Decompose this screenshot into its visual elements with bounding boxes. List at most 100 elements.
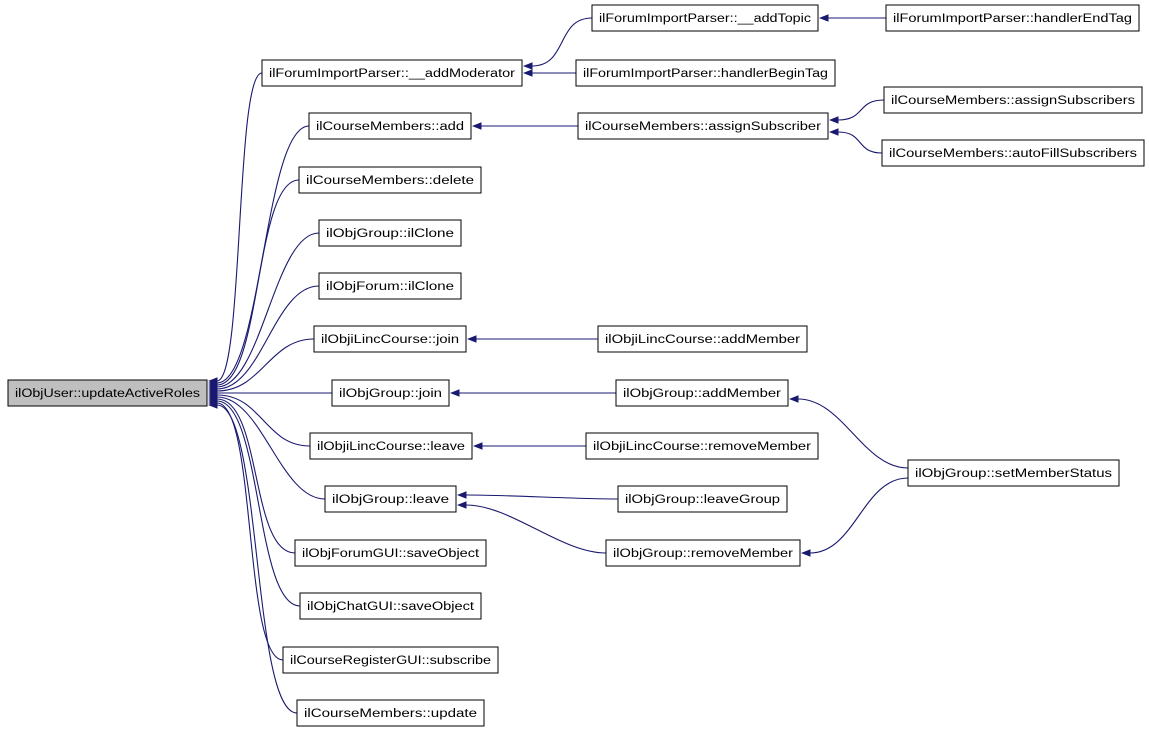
graph-node-handlerEndTag[interactable]: ilForumImportParser::handlerEndTag xyxy=(885,4,1140,32)
graph-node-updateActiveRoles[interactable]: ilObjUser::updateActiveRoles xyxy=(7,379,208,407)
graph-node-assignSubscribers[interactable]: ilCourseMembers::assignSubscribers xyxy=(883,86,1143,114)
graph-node-ilincAddMember[interactable]: ilObjiLincCourse::addMember xyxy=(597,325,808,353)
graph-node-groupJoin[interactable]: ilObjGroup::join xyxy=(331,379,450,407)
node-label: ilForumImportParser::__addTopic xyxy=(599,13,811,25)
graph-node-setMemberStatus[interactable]: ilObjGroup::setMemberStatus xyxy=(907,459,1120,487)
graph-node-chatGuiSave[interactable]: ilObjChatGUI::saveObject xyxy=(299,592,482,620)
arrowhead-icon xyxy=(472,122,482,130)
node-label: ilObjGroup::removeMember xyxy=(613,548,793,560)
node-box xyxy=(294,539,487,567)
edge-chatGuiSave-to-updateActiveRoles xyxy=(216,400,301,607)
node-label: ilObjGroup::leaveGroup xyxy=(625,494,780,506)
graph-node-groupAddMember[interactable]: ilObjGroup::addMember xyxy=(615,379,789,407)
arrowhead-icon xyxy=(801,549,811,557)
edge-cmDelete-to-updateActiveRoles xyxy=(216,179,300,386)
arrowhead-icon xyxy=(208,401,218,409)
node-box xyxy=(318,219,462,247)
node-label: ilObjGroup::ilClone xyxy=(326,228,454,240)
edge-groupIlClone-to-updateActiveRoles xyxy=(216,232,320,388)
arrowhead-icon xyxy=(473,442,483,450)
edge-assignSubscribers-to-assignSubscriber xyxy=(837,99,885,121)
node-box xyxy=(324,485,457,513)
graph-node-autoFillSubscribers[interactable]: ilCourseMembers::autoFillSubscribers xyxy=(881,139,1145,167)
graph-node-groupIlClone[interactable]: ilObjGroup::ilClone xyxy=(318,219,462,247)
edge-setMemberStatus-to-groupAddMember xyxy=(797,398,909,469)
edge-autoFillSubscribers-to-assignSubscriber xyxy=(837,131,883,154)
node-label: ilObjChatGUI::saveObject xyxy=(307,601,475,613)
node-label: ilCourseMembers::autoFillSubscribers xyxy=(889,148,1137,160)
node-label: ilForumImportParser::handlerBeginTag xyxy=(583,68,828,80)
graph-node-forumIlClone[interactable]: ilObjForum::ilClone xyxy=(318,272,462,300)
node-box xyxy=(309,432,473,460)
graph-node-ilincJoin[interactable]: ilObjiLincCourse::join xyxy=(313,325,467,353)
edge-courseRegSubscribe-to-updateActiveRoles xyxy=(216,402,284,661)
node-label: ilObjGroup::addMember xyxy=(623,388,781,400)
arrowhead-icon xyxy=(450,389,460,397)
node-label: ilCourseRegisterGUI::subscribe xyxy=(290,655,491,667)
node-box xyxy=(883,86,1143,114)
arrowhead-icon xyxy=(789,395,799,403)
node-box xyxy=(298,166,482,194)
node-box xyxy=(591,4,819,32)
node-label: ilObjForum::ilClone xyxy=(326,281,454,293)
edge-ilincLeave-to-updateActiveRoles xyxy=(216,394,311,447)
node-box xyxy=(282,646,499,674)
edge-addModerator-to-updateActiveRoles xyxy=(216,72,263,382)
node-box xyxy=(261,59,523,87)
graph-node-ilincLeave[interactable]: ilObjiLincCourse::leave xyxy=(309,432,473,460)
edge-groupRemoveMember-to-groupLeave xyxy=(465,504,607,554)
node-box xyxy=(885,4,1140,32)
graph-node-assignSubscriber[interactable]: ilCourseMembers::assignSubscriber xyxy=(577,112,829,140)
edge-forumGuiSave-to-updateActiveRoles xyxy=(216,398,296,554)
node-label: ilCourseMembers::add xyxy=(316,121,464,133)
node-box xyxy=(313,325,467,353)
arrowhead-icon xyxy=(467,335,477,343)
graph-node-cmDelete[interactable]: ilCourseMembers::delete xyxy=(298,166,482,194)
node-label: ilCourseMembers::assignSubscribers xyxy=(891,95,1135,107)
edge-groupLeave-to-updateActiveRoles xyxy=(216,396,326,500)
node-box xyxy=(7,379,208,407)
graph-node-addTopic[interactable]: ilForumImportParser::__addTopic xyxy=(591,4,819,32)
edge-addTopic-to-addModerator xyxy=(531,17,593,67)
graph-node-ilincRemoveMember[interactable]: ilObjiLincCourse::removeMember xyxy=(585,432,819,460)
node-label: ilObjiLincCourse::join xyxy=(321,334,459,346)
node-box xyxy=(318,272,462,300)
graph-node-forumGuiSave[interactable]: ilObjForumGUI::saveObject xyxy=(294,539,487,567)
graph-node-cmUpdate[interactable]: ilCourseMembers::update xyxy=(296,699,485,727)
node-box xyxy=(331,379,450,407)
graph-node-addModerator[interactable]: ilForumImportParser::__addModerator xyxy=(261,59,523,87)
node-box xyxy=(615,379,789,407)
node-label: ilObjiLincCourse::removeMember xyxy=(593,441,811,453)
node-label: ilCourseMembers::delete xyxy=(306,175,474,187)
node-box xyxy=(299,592,482,620)
edge-forumIlClone-to-updateActiveRoles xyxy=(216,285,320,390)
node-label: ilObjiLincCourse::addMember xyxy=(605,334,800,346)
edge-ilincJoin-to-updateActiveRoles xyxy=(216,338,315,392)
node-label: ilCourseMembers::assignSubscriber xyxy=(585,121,821,133)
node-box xyxy=(907,459,1120,487)
graph-node-groupRemoveMember[interactable]: ilObjGroup::removeMember xyxy=(605,539,801,567)
graph-node-cmAdd[interactable]: ilCourseMembers::add xyxy=(308,112,472,140)
arrowhead-icon xyxy=(523,69,533,77)
node-label: ilObjiLincCourse::leave xyxy=(317,441,465,453)
node-box xyxy=(605,539,801,567)
arrowhead-icon xyxy=(523,62,533,70)
arrowhead-icon xyxy=(829,116,839,124)
graph-node-handlerBeginTag[interactable]: ilForumImportParser::handlerBeginTag xyxy=(575,59,836,87)
graph-node-courseRegSubscribe[interactable]: ilCourseRegisterGUI::subscribe xyxy=(282,646,499,674)
node-label: ilObjUser::updateActiveRoles xyxy=(15,388,200,400)
node-box xyxy=(577,112,829,140)
graph-node-groupLeaveGroup[interactable]: ilObjGroup::leaveGroup xyxy=(617,485,788,513)
graph-node-groupLeave[interactable]: ilObjGroup::leave xyxy=(324,485,457,513)
node-label: ilObjGroup::setMemberStatus xyxy=(915,468,1112,480)
arrowhead-icon xyxy=(457,491,467,499)
node-label: ilForumImportParser::__addModerator xyxy=(269,68,515,80)
node-box xyxy=(597,325,808,353)
node-label: ilForumImportParser::handlerEndTag xyxy=(893,13,1132,25)
node-label: ilObjGroup::leave xyxy=(332,494,449,506)
arrowhead-icon xyxy=(829,128,839,136)
node-box xyxy=(308,112,472,140)
arrowhead-icon xyxy=(457,501,467,509)
